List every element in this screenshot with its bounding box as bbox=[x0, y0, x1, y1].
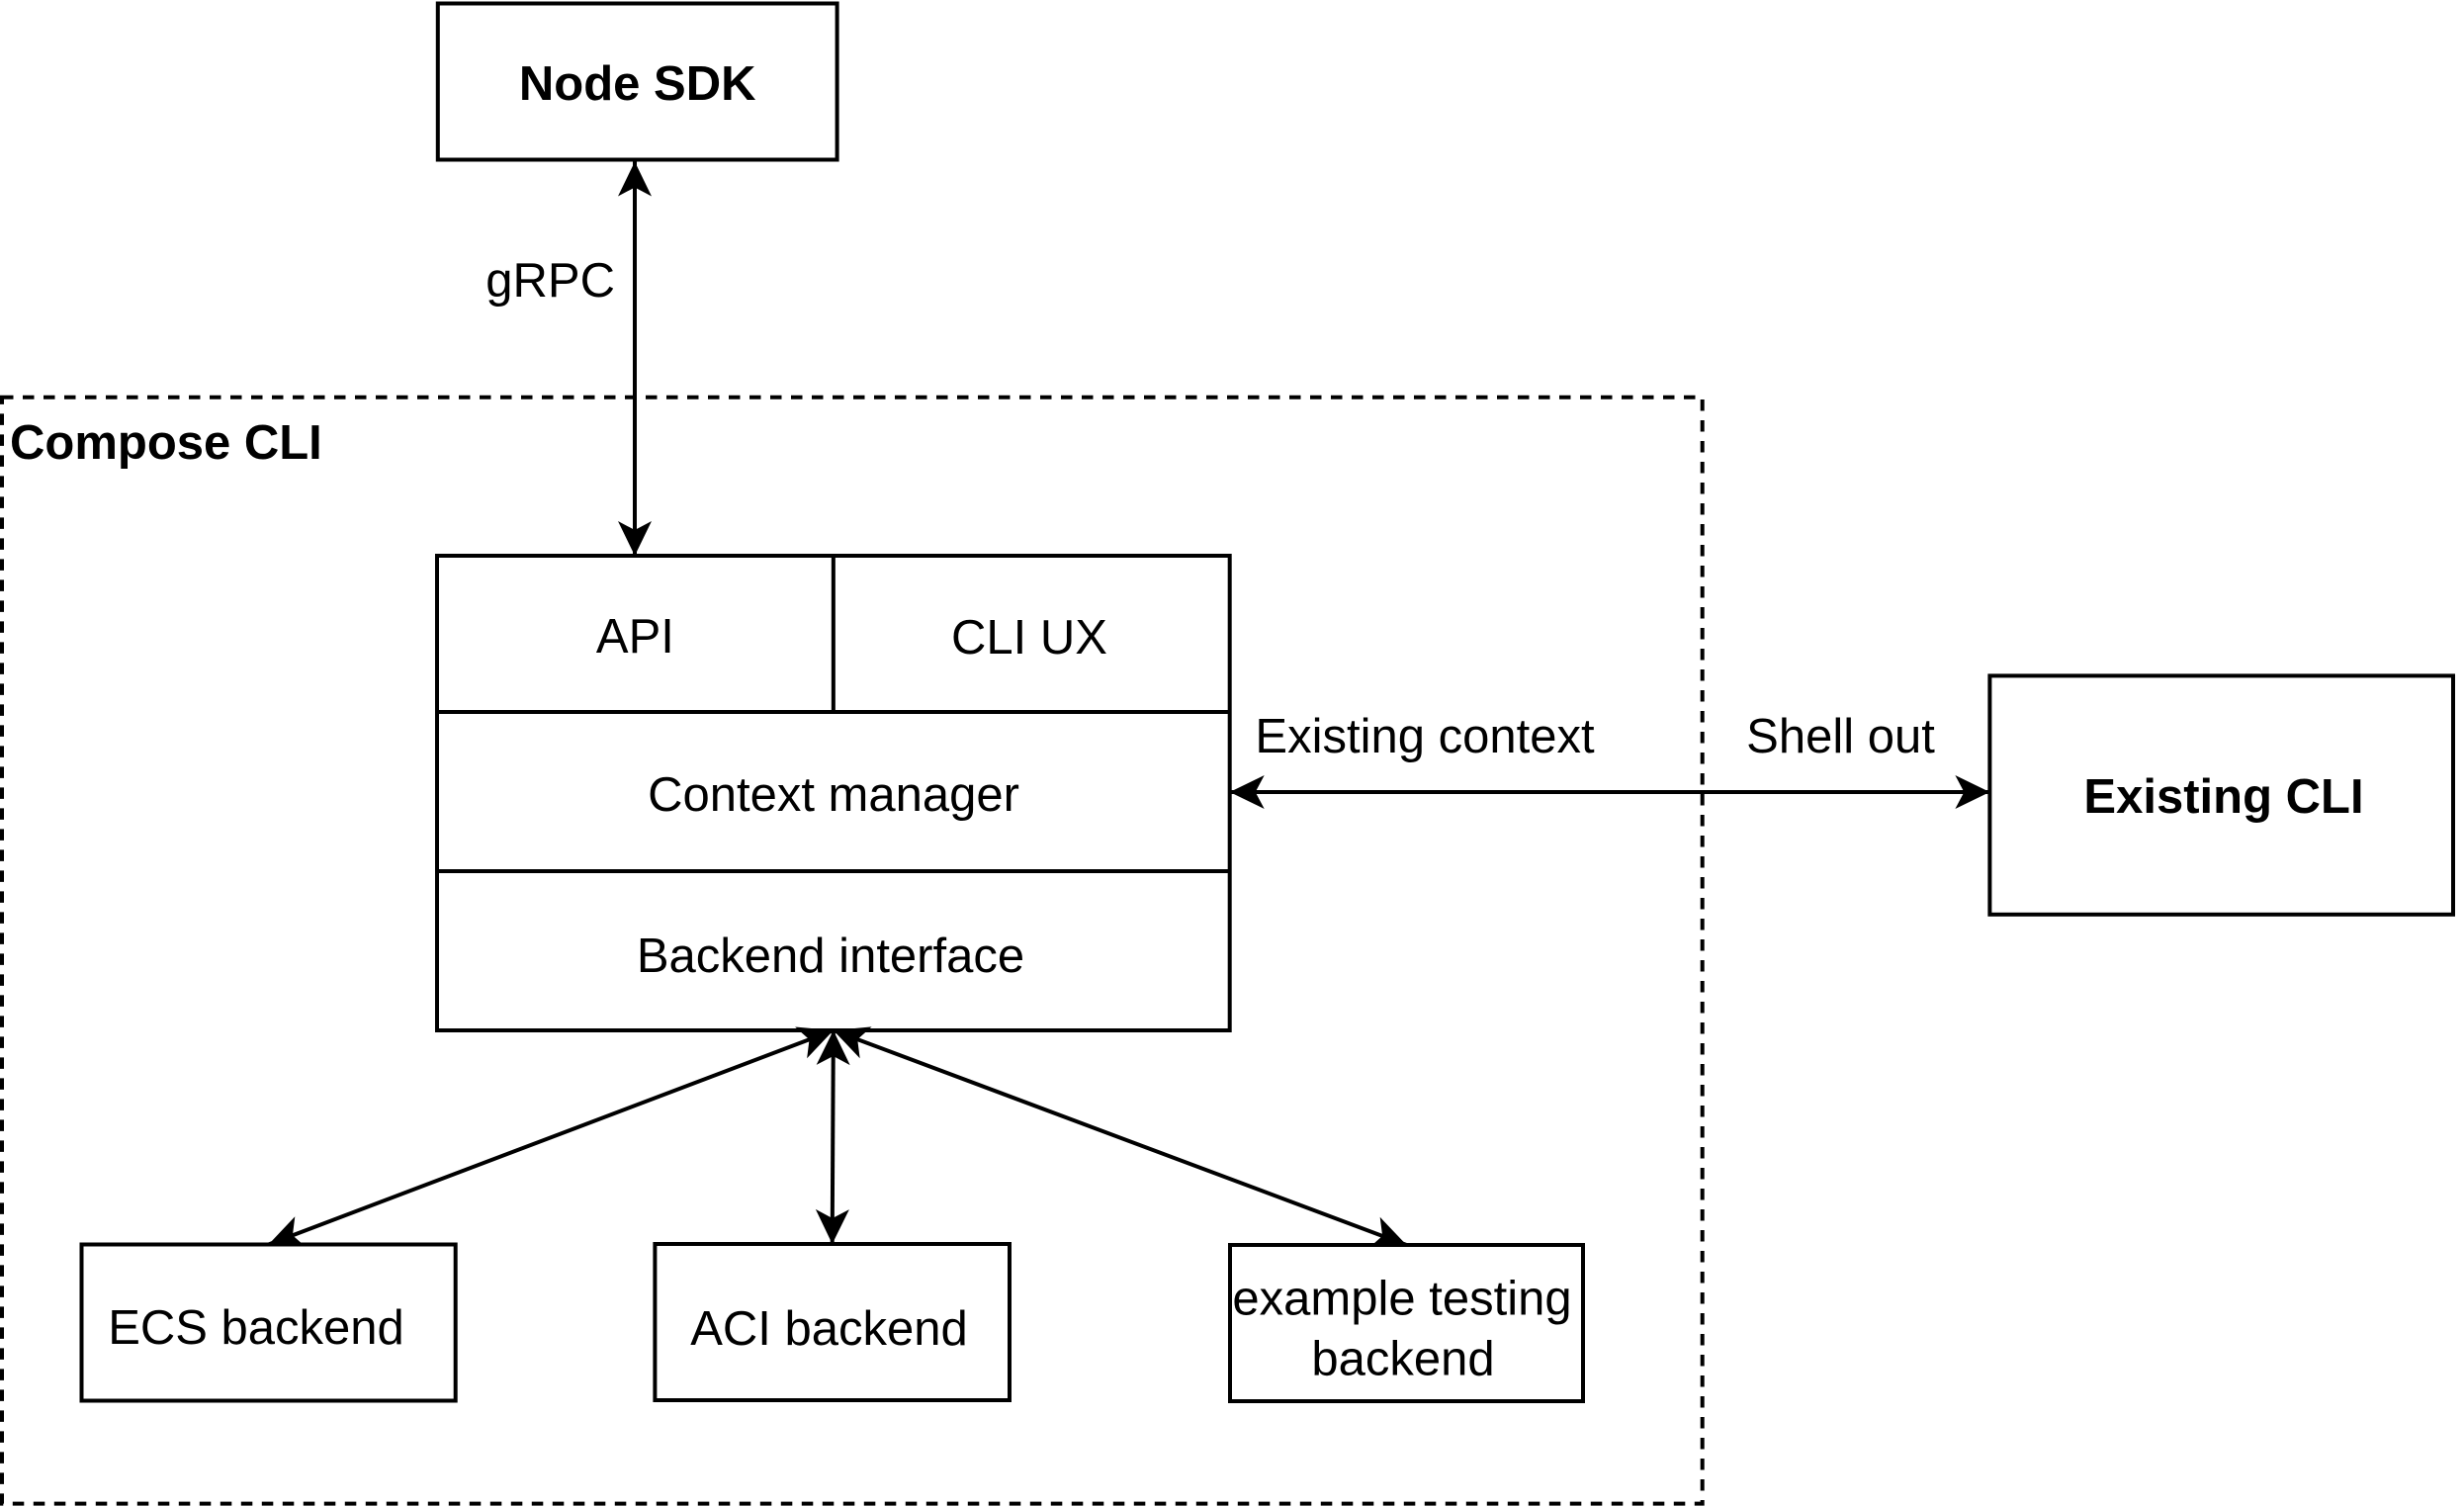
svg-text:Shell out: Shell out bbox=[1746, 710, 1935, 763]
svg-text:ECS backend: ECS backend bbox=[108, 1301, 404, 1355]
svg-text:Existing context: Existing context bbox=[1255, 710, 1595, 763]
svg-text:CLI UX: CLI UX bbox=[951, 611, 1107, 665]
svg-text:Compose CLI: Compose CLI bbox=[10, 416, 322, 470]
svg-text:Backend interface: Backend interface bbox=[637, 930, 1024, 983]
svg-text:ACI backend: ACI backend bbox=[690, 1302, 968, 1356]
svg-text:Existing CLI: Existing CLI bbox=[2083, 770, 2363, 824]
svg-text:gRPC: gRPC bbox=[485, 254, 615, 308]
svg-text:Context manager: Context manager bbox=[648, 768, 1019, 822]
svg-text:backend: backend bbox=[1311, 1333, 1494, 1386]
svg-text:Node SDK: Node SDK bbox=[519, 57, 756, 111]
svg-text:API: API bbox=[596, 610, 674, 664]
svg-text:example testing: example testing bbox=[1232, 1273, 1571, 1326]
